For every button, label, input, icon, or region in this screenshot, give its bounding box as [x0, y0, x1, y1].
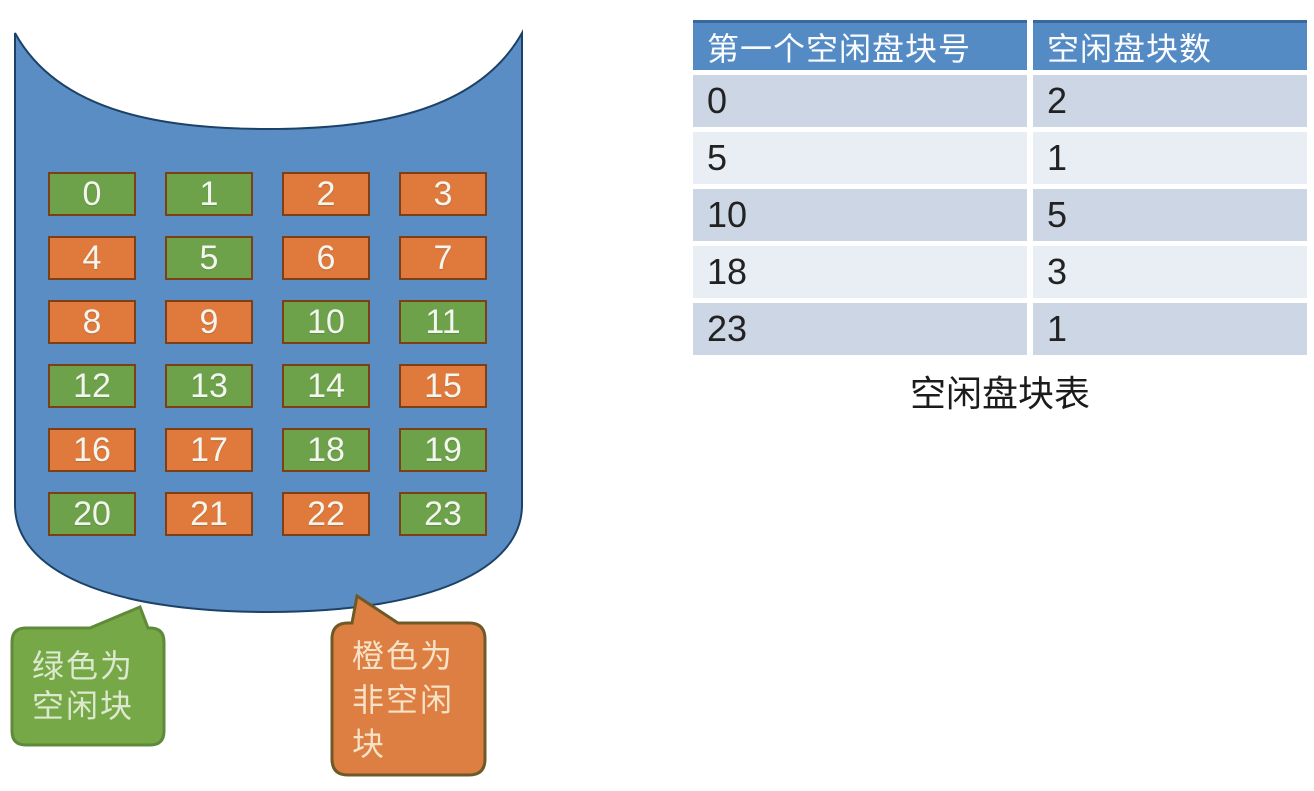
disk-block-23: 23	[399, 492, 487, 536]
table-cell-first-free: 23	[693, 303, 1027, 355]
table-row: 5 1	[693, 132, 1307, 184]
table-cell-first-free: 18	[693, 246, 1027, 298]
table-header-free-count: 空闲盘块数	[1033, 20, 1307, 70]
table-cell-first-free: 10	[693, 189, 1027, 241]
disk-blocks-grid: 0 1 2 3 4 5 6 7 8 9 10 11 12 13 14 15 16…	[48, 172, 487, 536]
table-cell-first-free: 5	[693, 132, 1027, 184]
disk-block-14: 14	[282, 364, 370, 408]
disk-block-12: 12	[48, 364, 136, 408]
disk-block-10: 10	[282, 300, 370, 344]
disk-block-3: 3	[399, 172, 487, 216]
free-block-table: 第一个空闲盘块号 空闲盘块数 0 2 5 1 10 5 18 3 23 1	[693, 20, 1307, 360]
table-cell-count: 1	[1033, 132, 1307, 184]
table-row: 18 3	[693, 246, 1307, 298]
free-legend-bubble	[10, 605, 166, 747]
disk-block-21: 21	[165, 492, 253, 536]
disk-block-11: 11	[399, 300, 487, 344]
disk-block-18: 18	[282, 428, 370, 472]
table-header-first-free-block: 第一个空闲盘块号	[693, 20, 1027, 70]
disk-block-1: 1	[165, 172, 253, 216]
disk-block-7: 7	[399, 236, 487, 280]
table-cell-count: 1	[1033, 303, 1307, 355]
disk-block-5: 5	[165, 236, 253, 280]
disk-block-4: 4	[48, 236, 136, 280]
used-legend-bubble	[330, 593, 487, 777]
table-row: 23 1	[693, 303, 1307, 355]
disk-block-22: 22	[282, 492, 370, 536]
disk-block-2: 2	[282, 172, 370, 216]
disk-block-8: 8	[48, 300, 136, 344]
used-legend-label: 橙色为 非空闲 块	[352, 638, 455, 762]
table-cell-first-free: 0	[693, 75, 1027, 127]
disk-block-9: 9	[165, 300, 253, 344]
disk-block-15: 15	[399, 364, 487, 408]
table-row: 10 5	[693, 189, 1307, 241]
disk-cylinder	[14, 29, 523, 614]
table-caption: 空闲盘块表	[909, 374, 1090, 415]
table-cell-count: 5	[1033, 189, 1307, 241]
disk-block-13: 13	[165, 364, 253, 408]
disk-block-16: 16	[48, 428, 136, 472]
disk-block-20: 20	[48, 492, 136, 536]
table-cell-count: 3	[1033, 246, 1307, 298]
table-row: 0 2	[693, 75, 1307, 127]
disk-block-17: 17	[165, 428, 253, 472]
disk-block-0: 0	[48, 172, 136, 216]
table-header-row: 第一个空闲盘块号 空闲盘块数	[693, 20, 1307, 70]
disk-block-19: 19	[399, 428, 487, 472]
free-legend-label: 绿色为 空闲块	[32, 648, 135, 724]
table-cell-count: 2	[1033, 75, 1307, 127]
disk-block-6: 6	[282, 236, 370, 280]
